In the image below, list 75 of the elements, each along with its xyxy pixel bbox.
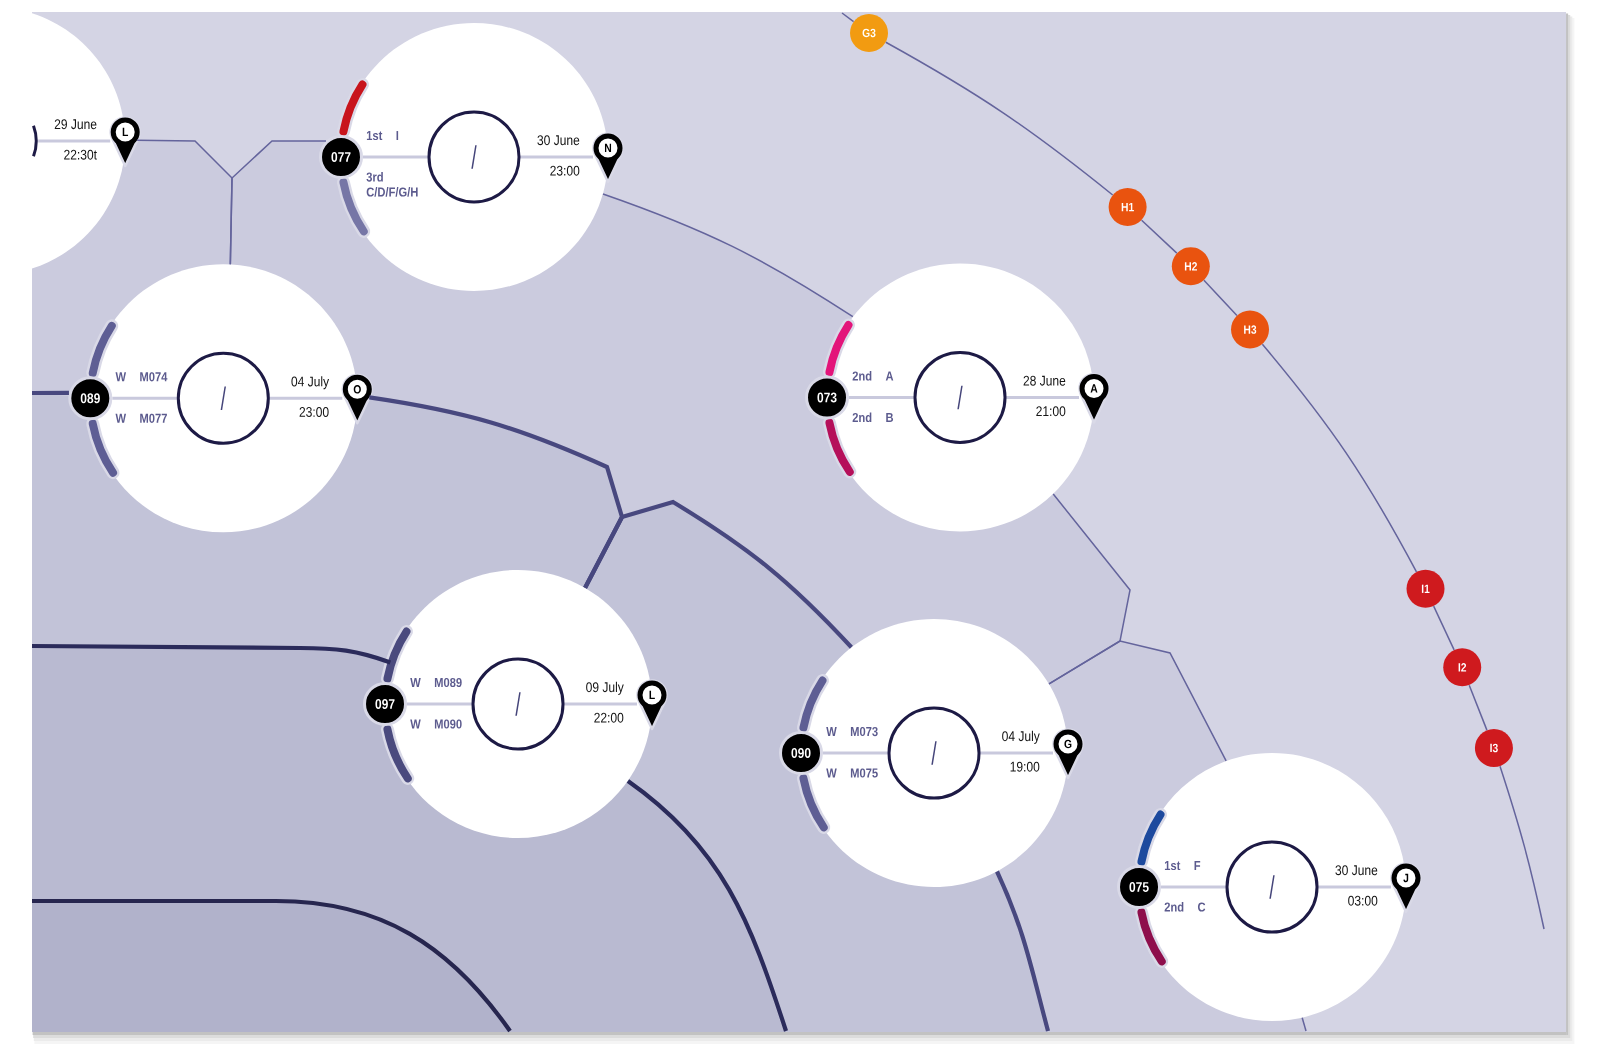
location-pin: A [1078,372,1110,424]
connector-line [1261,343,1418,573]
source-label: C [1197,902,1206,912]
source-label: M090 [434,719,462,729]
source-label: I [396,131,399,140]
group-badge: H2 [1171,247,1210,286]
connector-line [885,41,1114,196]
location-pin: O [341,373,374,425]
position-label: W [410,719,421,729]
source-label: M089 [434,677,462,688]
date-label: 29 June [54,119,97,130]
time-label: 22:00 [594,712,624,723]
date-label: 30 June [1335,865,1378,876]
source-label: M077 [140,413,167,423]
match-number-badge: 075 [1117,865,1161,909]
match-number-badge: 077 [319,135,363,179]
group-badge: I2 [1443,648,1482,687]
connector-line [602,193,854,318]
time-label: 21:00 [1036,406,1066,417]
position-label: 3rd [366,172,383,182]
position-label: W [410,678,421,687]
connector-line [1432,605,1455,651]
match-number-badge: 097 [363,682,407,726]
connector-line [1468,684,1488,731]
location-pin: N [592,132,624,184]
source-label: M073 [850,726,878,737]
group-badge: G3 [850,14,888,52]
connector-line [841,12,855,23]
group-badge: H1 [1108,188,1147,227]
time-label: 03:00 [1348,895,1378,906]
connector-line [32,390,69,396]
date-label: 04 July [1002,730,1040,744]
source-label: A [885,371,894,381]
location-pin: J [1390,862,1422,914]
location-pin: G [1052,728,1084,780]
time-label: 23:00 [299,407,329,417]
position-label: W [826,727,837,736]
connector-line [1499,765,1545,930]
time-label: 23:00 [550,165,580,176]
connector-line [1140,219,1178,254]
connector-line [1048,640,1227,762]
date-label: 28 June [1023,375,1066,386]
position-label: 2nd [1164,902,1184,912]
position-label: 2nd [852,412,872,423]
connector-line [583,499,853,649]
location-pin: L [636,679,668,731]
connector-line [1301,1017,1307,1032]
source-label: M074 [140,372,168,382]
position-label: 2nd [852,371,872,381]
time-label: 22:30t [64,149,97,160]
source-label: B [886,413,894,422]
connector-line [626,779,788,1032]
connector-line [229,140,327,266]
position-label: 1st [366,131,383,141]
source-label: M075 [850,768,878,778]
match-number-badge: 090 [779,731,823,775]
position-label: W [115,413,127,423]
date-label: 09 July [586,681,624,695]
source-label: F [1194,861,1201,870]
time-label: 19:00 [1010,761,1040,772]
connector-line [32,643,392,665]
connector-line [1203,279,1238,317]
match-number-badge: 089 [68,376,113,421]
position-label: 1st [1164,861,1181,871]
connector-line [995,870,1051,1032]
source-label: C/D/F/G/H [366,187,418,197]
date-label: 04 July [291,376,330,390]
position-label: W [826,768,837,778]
match-number-badge: 073 [805,375,849,420]
group-badge: H3 [1231,310,1269,349]
position-label: W [115,372,127,382]
location-pin: L [109,116,141,168]
group-badge: I1 [1406,569,1445,608]
group-badge: I3 [1474,729,1513,767]
date-label: 30 June [537,135,580,146]
